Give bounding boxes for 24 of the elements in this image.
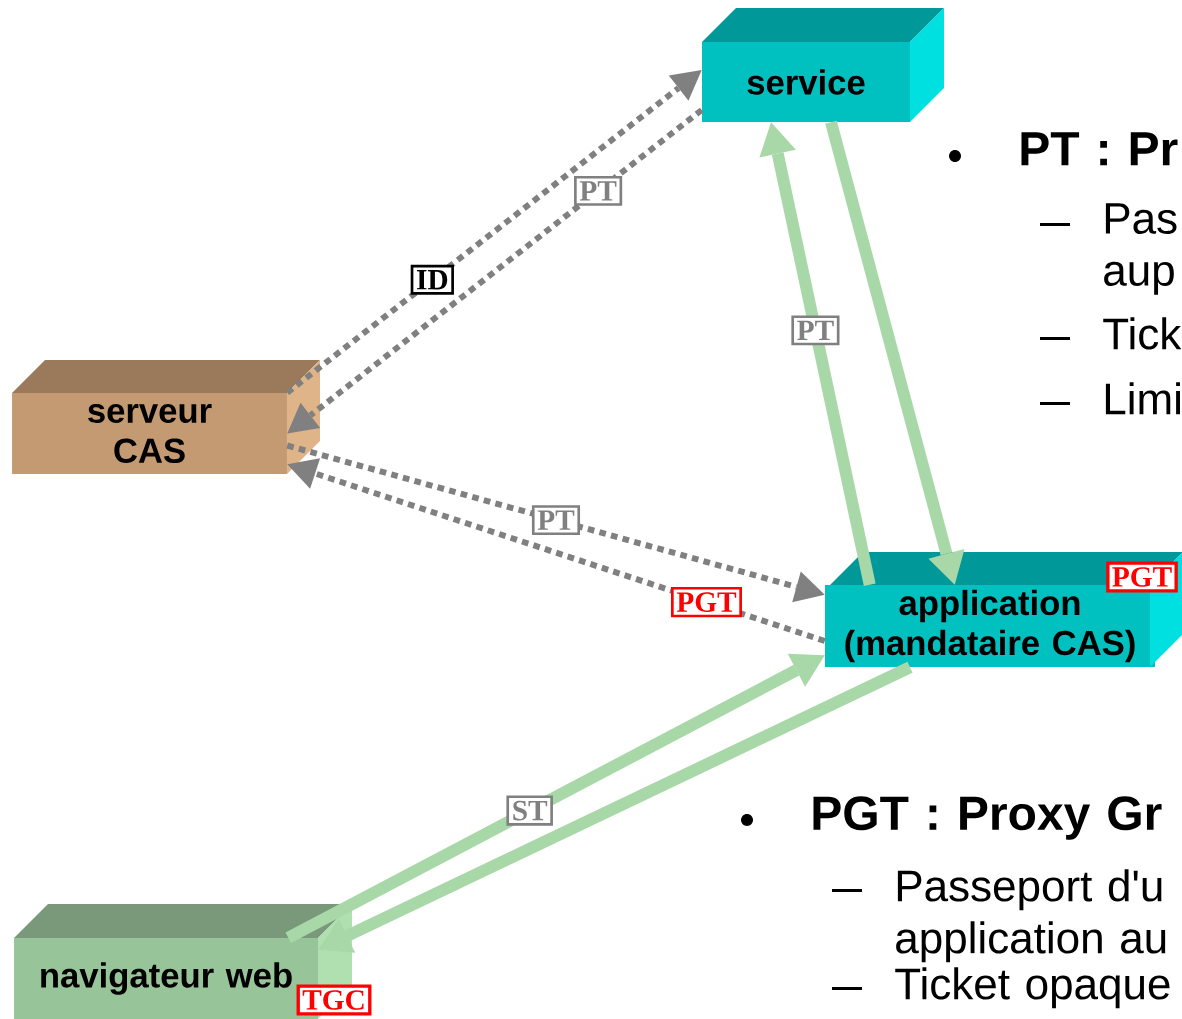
edge-label: PT xyxy=(579,181,617,201)
arrow xyxy=(285,70,702,396)
bullet-text: Passeport d'u application au xyxy=(896,869,1166,963)
arrow xyxy=(759,122,876,586)
bullet-heading: PGT : Proxy Gr xyxy=(813,796,1162,840)
arrow xyxy=(318,661,913,953)
arrow xyxy=(285,653,825,943)
bullet-text: Ticket opaque xyxy=(895,967,1170,1009)
edge-label: ST xyxy=(513,800,548,821)
ticket-tag: PGT xyxy=(1106,561,1178,593)
arrow xyxy=(825,120,965,585)
arrow xyxy=(287,458,826,644)
box-drawing: serveur CAS xyxy=(12,360,320,475)
bullet-text: Pas aup xyxy=(1104,203,1177,295)
bullet-text: Tick xyxy=(1103,317,1182,350)
edge-label: PT xyxy=(537,510,575,530)
edge-label: PT xyxy=(797,320,834,340)
ticket-tag: TGC xyxy=(296,984,372,1016)
edge-label: PGT xyxy=(676,592,737,612)
arrow xyxy=(287,107,704,434)
bullet-heading: PT : Pr xyxy=(1021,132,1178,166)
edge-label: ID xyxy=(417,270,448,290)
bullet-text: Limi xyxy=(1105,382,1180,415)
box-drawing: service xyxy=(702,8,944,122)
